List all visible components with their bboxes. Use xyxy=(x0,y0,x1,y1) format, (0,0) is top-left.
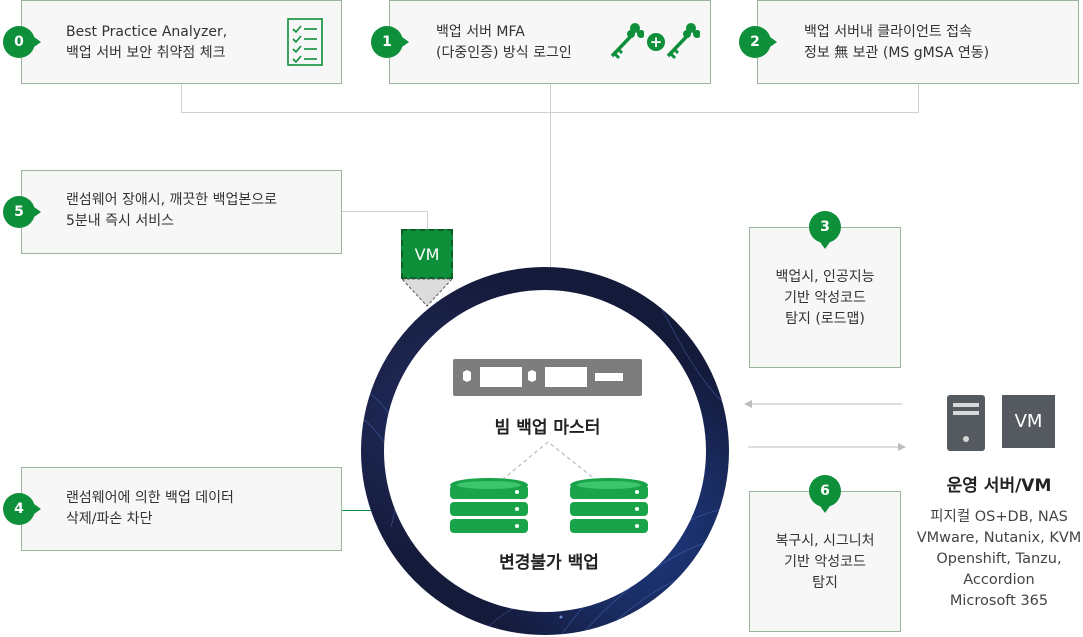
step-box-4 xyxy=(21,467,342,551)
backup-ring-inner xyxy=(384,290,706,612)
step-number: 1 xyxy=(382,34,392,50)
step-line: 삭제/파손 차단 xyxy=(66,511,153,527)
step-line: 랜섬웨어에 의한 백업 데이터 xyxy=(66,490,234,506)
operational-title: 운영 서버/VM xyxy=(946,476,1052,496)
connector-line xyxy=(342,211,428,212)
step-badge-4: 4 xyxy=(3,493,41,525)
step-number: 0 xyxy=(14,34,24,50)
connector-line xyxy=(427,211,428,229)
step-box-3 xyxy=(749,227,901,368)
step-number: 4 xyxy=(14,501,24,517)
step-badge-1: 1 xyxy=(371,26,409,58)
step-line: 기반 악성코드 xyxy=(784,290,866,306)
step-box-5 xyxy=(21,170,342,254)
step-number: 2 xyxy=(750,34,760,50)
database-icon xyxy=(570,478,648,533)
step-text-1: 백업 서버 MFA (다중인증) 방식 로그인 xyxy=(436,22,572,64)
step-line: 백업 서버 MFA xyxy=(436,24,525,40)
step-box-6 xyxy=(749,491,901,632)
master-label: 빔 백업 마스터 xyxy=(494,418,601,438)
platform-item: 피지컬 OS+DB, NAS xyxy=(930,509,1068,525)
step-line: 복구시, 시그니처 xyxy=(775,533,875,549)
platform-item: VMware, Nutanix, KVM xyxy=(916,530,1082,546)
vm-arrow-icon xyxy=(401,278,453,307)
step-line: Best Practice Analyzer, xyxy=(66,24,228,40)
server-icon xyxy=(947,395,985,451)
key-icon xyxy=(610,23,644,60)
immutable-label: 변경불가 백업 xyxy=(499,553,599,573)
step-text-5: 랜섬웨어 장애시, 깨끗한 백업본으로 5분내 즉시 서비스 xyxy=(66,190,277,232)
connector-line xyxy=(550,84,551,269)
step-line: 백업시, 인공지능 xyxy=(775,269,875,285)
step-number: 3 xyxy=(820,219,830,235)
key-icon xyxy=(666,23,700,60)
step-number: 6 xyxy=(820,483,830,499)
database-icon xyxy=(450,478,528,533)
step-line: 랜섬웨어 장애시, 깨끗한 백업본으로 xyxy=(66,192,277,208)
step-text-3: 백업시, 인공지능 기반 악성코드 탐지 (로드맵) xyxy=(749,267,901,330)
step-line: (다중인증) 방식 로그인 xyxy=(436,45,572,61)
platform-item: Microsoft 365 xyxy=(949,593,1049,609)
connector-line xyxy=(181,84,182,112)
vm-tag: VM xyxy=(401,229,453,279)
step-badge-3: 3 xyxy=(809,211,841,249)
operational-list: 피지컬 OS+DB, NAS VMware, Nutanix, KVM Open… xyxy=(916,507,1082,612)
db-connector xyxy=(501,441,597,481)
connector-line xyxy=(918,84,919,112)
platform-item: Openshift, Tanzu, xyxy=(936,551,1062,567)
step-line: 5분내 즉시 서비스 xyxy=(66,213,174,229)
vm-label: VM xyxy=(414,244,440,264)
vm-icon: VM xyxy=(1002,395,1055,448)
backup-server-icon xyxy=(453,359,642,396)
step-text-0: Best Practice Analyzer, 백업 서버 보안 취약점 체크 xyxy=(66,22,227,64)
step-line: 백업 서버 보안 취약점 체크 xyxy=(66,45,226,61)
platform-item: Accordion xyxy=(963,572,1035,588)
step-number: 5 xyxy=(14,204,24,220)
step-text-2: 백업 서버내 클라이언트 접속 정보 無 보관 (MS gMSA 연동) xyxy=(804,22,989,64)
vm-icon-label: VM xyxy=(1014,411,1043,432)
step-badge-2: 2 xyxy=(739,26,777,58)
step-line: 탐지 xyxy=(812,575,838,591)
step-text-6: 복구시, 시그니처 기반 악성코드 탐지 xyxy=(749,531,901,594)
checklist-icon xyxy=(287,18,323,66)
step-line: 탐지 (로드맵) xyxy=(785,311,865,327)
step-line: 백업 서버내 클라이언트 접속 xyxy=(804,24,972,40)
plus-icon: + xyxy=(647,33,665,51)
step-badge-5: 5 xyxy=(3,196,41,228)
step-line: 기반 악성코드 xyxy=(784,554,866,570)
step-box-2 xyxy=(757,0,1079,84)
step-badge-0: 0 xyxy=(3,26,41,58)
step-text-4: 랜섬웨어에 의한 백업 데이터 삭제/파손 차단 xyxy=(66,488,234,530)
step-line: 정보 無 보관 (MS gMSA 연동) xyxy=(804,45,990,61)
flow-arrows xyxy=(744,400,906,451)
step-badge-6: 6 xyxy=(809,475,841,513)
